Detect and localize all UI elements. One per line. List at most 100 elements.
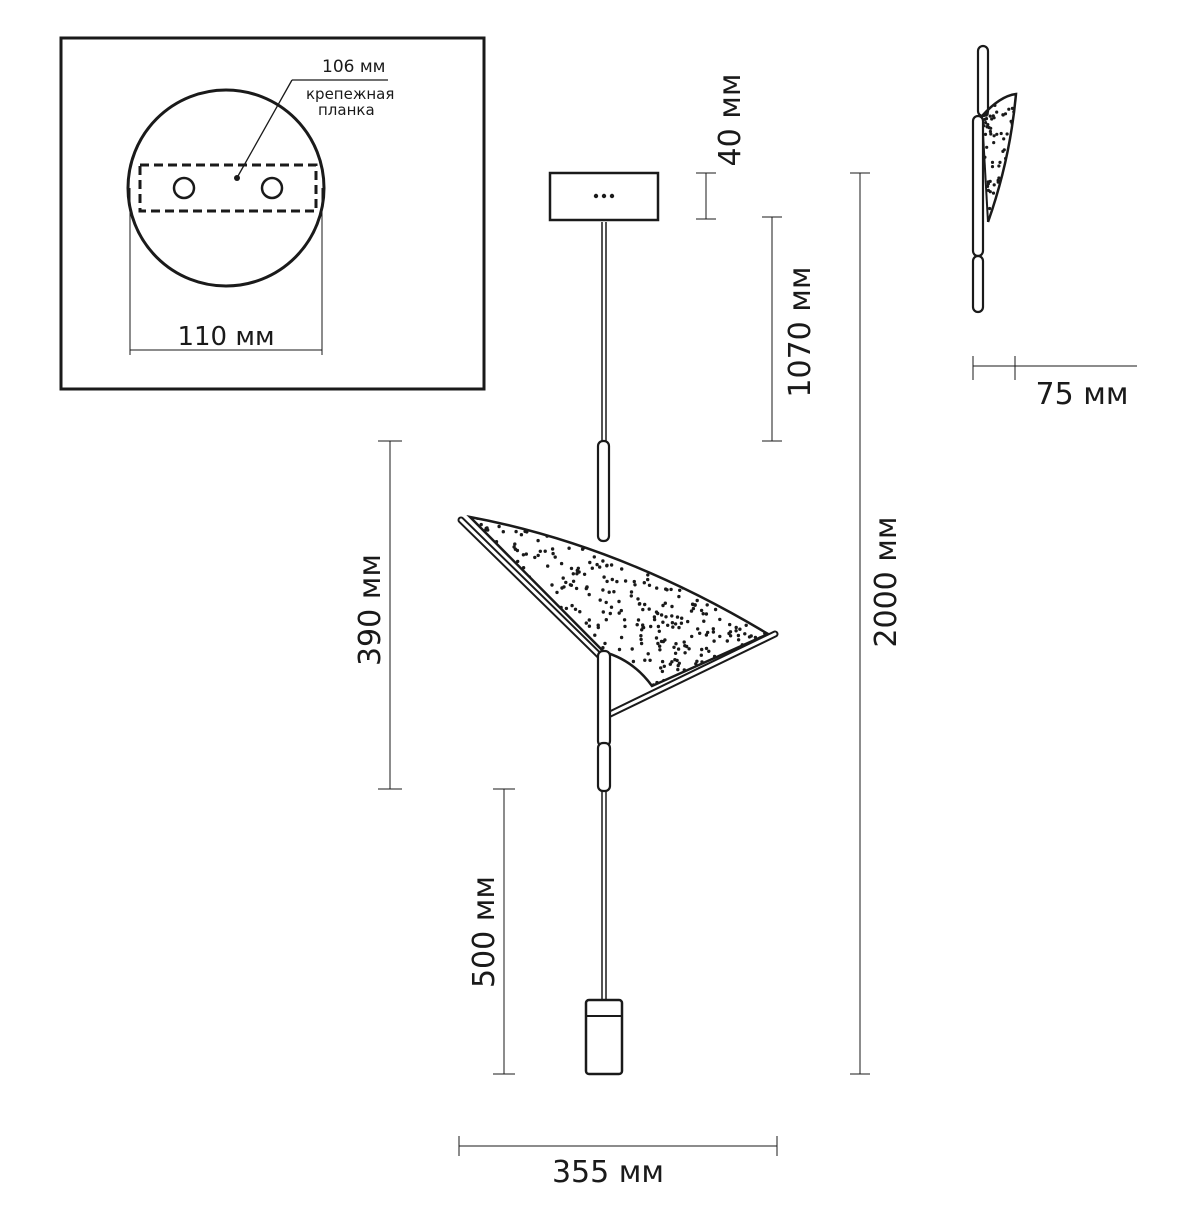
speckle-dot xyxy=(984,121,988,125)
speckle-dot xyxy=(461,550,463,552)
speckle-dot xyxy=(673,658,677,662)
speckle-dot xyxy=(737,612,741,616)
speckle-dot xyxy=(715,600,719,604)
speckle-dot xyxy=(459,663,461,665)
speckle-dot xyxy=(675,615,680,619)
speckle-dot xyxy=(597,547,601,551)
speckle-dot xyxy=(525,685,530,686)
speckle-dot xyxy=(609,605,614,609)
speckle-dot xyxy=(546,633,550,637)
speckle-dot xyxy=(632,579,636,584)
speckle-dot xyxy=(677,530,681,534)
speckle-dot xyxy=(699,514,701,516)
speckle-dot xyxy=(505,583,510,587)
speckle-dot xyxy=(470,682,472,686)
speckle-dot xyxy=(688,536,692,541)
speckle-dot xyxy=(586,513,588,515)
speckle-dot xyxy=(684,550,688,555)
speckle-dot xyxy=(603,641,607,646)
speckle-dot xyxy=(721,586,725,590)
speckle-dot xyxy=(713,527,718,531)
speckle-dot xyxy=(536,553,540,558)
speckle-dot xyxy=(742,531,746,536)
speckle-dot xyxy=(982,104,984,108)
speckle-dot xyxy=(641,538,645,542)
speckle-dot xyxy=(672,645,676,649)
speckle-dot xyxy=(712,670,716,674)
speckle-dot xyxy=(718,542,723,546)
speckle-dot xyxy=(488,624,492,629)
speckle-dot xyxy=(562,585,566,589)
speckle-dot xyxy=(642,581,646,585)
speckle-dot xyxy=(670,614,674,618)
speckle-dot xyxy=(738,627,742,631)
speckle-dot xyxy=(505,579,509,583)
speckle-dot xyxy=(757,694,759,696)
speckle-dot xyxy=(724,671,729,675)
screw-hole-right xyxy=(260,176,284,200)
speckle-dot xyxy=(736,638,741,642)
speckle-dot xyxy=(1003,179,1007,183)
plate-label-line2: планка xyxy=(318,101,375,119)
speckle-dot xyxy=(623,579,628,583)
speckle-dot xyxy=(690,586,694,590)
speckle-dot xyxy=(1002,204,1006,208)
speckle-dot xyxy=(998,160,1002,164)
speckle-dot xyxy=(748,577,752,581)
speckle-dot xyxy=(695,659,699,663)
speckle-dot xyxy=(460,510,462,512)
speckle-dot xyxy=(995,132,999,136)
speckle-dot xyxy=(1010,150,1014,155)
speckle-dot xyxy=(587,624,592,628)
speckle-dot xyxy=(476,581,480,585)
speckle-dot xyxy=(658,644,662,648)
speckle-dot xyxy=(677,625,681,630)
speckle-dot xyxy=(1003,199,1007,203)
speckle-dot xyxy=(663,601,667,605)
speckle-dot xyxy=(690,571,695,575)
speckle-dot xyxy=(1018,136,1020,138)
speckle-dot xyxy=(677,594,681,599)
speckle-dot xyxy=(1013,211,1016,215)
speckle-dot xyxy=(771,566,773,568)
speckle-dot xyxy=(765,689,767,691)
speckle-dot xyxy=(619,635,624,640)
speckle-dot xyxy=(522,517,527,518)
speckle-dot xyxy=(727,573,731,578)
speckle-dot xyxy=(485,526,489,530)
speckle-dot xyxy=(1007,189,1012,193)
speckle-dot xyxy=(740,667,745,672)
speckle-dot xyxy=(465,551,467,553)
speckle-dot xyxy=(470,662,474,667)
speckle-dot xyxy=(499,678,503,682)
speckle-dot xyxy=(1003,112,1008,116)
speckle-dot xyxy=(472,621,477,626)
speckle-dot xyxy=(684,525,688,530)
speckle-dot xyxy=(777,547,779,549)
speckle-dot xyxy=(1006,197,1010,202)
speckle-dot xyxy=(1010,160,1014,164)
speckle-dot xyxy=(587,618,591,622)
speckle-dot xyxy=(713,607,718,612)
speckle-dot xyxy=(704,633,709,637)
speckle-dot xyxy=(639,637,643,642)
speckle-dot xyxy=(465,533,467,535)
speckle-dot xyxy=(705,687,707,689)
dim-40-label: 40 мм xyxy=(713,74,748,167)
speckle-dot xyxy=(472,542,476,546)
speckle-dot xyxy=(545,627,549,632)
speckle-dot xyxy=(601,588,605,592)
speckle-dot xyxy=(470,588,475,592)
speckle-dot xyxy=(744,623,748,627)
speckle-dot xyxy=(983,207,987,211)
speckle-dot xyxy=(566,634,570,638)
speckle-dot xyxy=(693,570,697,574)
speckle-dot xyxy=(997,176,1001,180)
speckle-dot xyxy=(568,583,573,587)
speckle-dot xyxy=(721,586,725,591)
speckle-dot xyxy=(567,546,571,550)
speckle-dot xyxy=(682,580,686,584)
speckle-dot xyxy=(524,612,529,616)
speckle-dot xyxy=(616,511,618,513)
speckle-dot xyxy=(690,634,694,639)
